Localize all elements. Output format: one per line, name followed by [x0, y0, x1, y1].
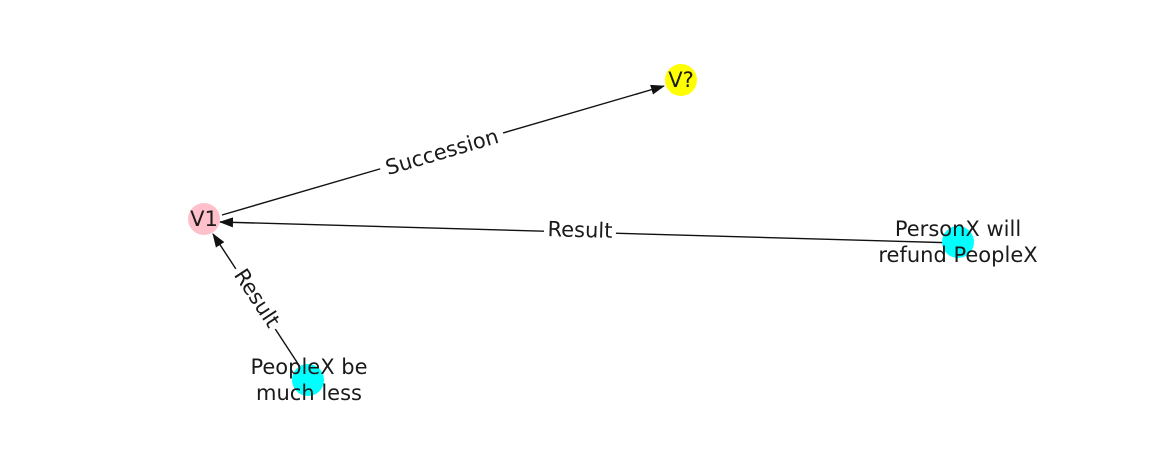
edge-label-result-personx: Result	[547, 217, 613, 243]
node-label-peoplex-line-2: much less	[256, 381, 362, 405]
edge-label-succession: Succession	[383, 124, 502, 180]
node-label-v1: V1	[190, 207, 218, 231]
node-labels-layer: V1 V? PersonX will refund PeopleX People…	[190, 68, 1038, 405]
node-personx-circle	[942, 226, 974, 258]
node-label-personx-line-1: PersonX will	[895, 217, 1021, 241]
node-vq-circle	[665, 64, 697, 96]
node-label-peoplex-line-1: PeopleX be	[250, 355, 367, 379]
node-v1-circle	[188, 203, 220, 235]
node-label-personx-line-2: refund PeopleX	[878, 243, 1037, 267]
node-peoplex-circle	[292, 364, 324, 396]
node-label-vq: V?	[668, 68, 694, 92]
nodes-layer	[188, 64, 974, 396]
